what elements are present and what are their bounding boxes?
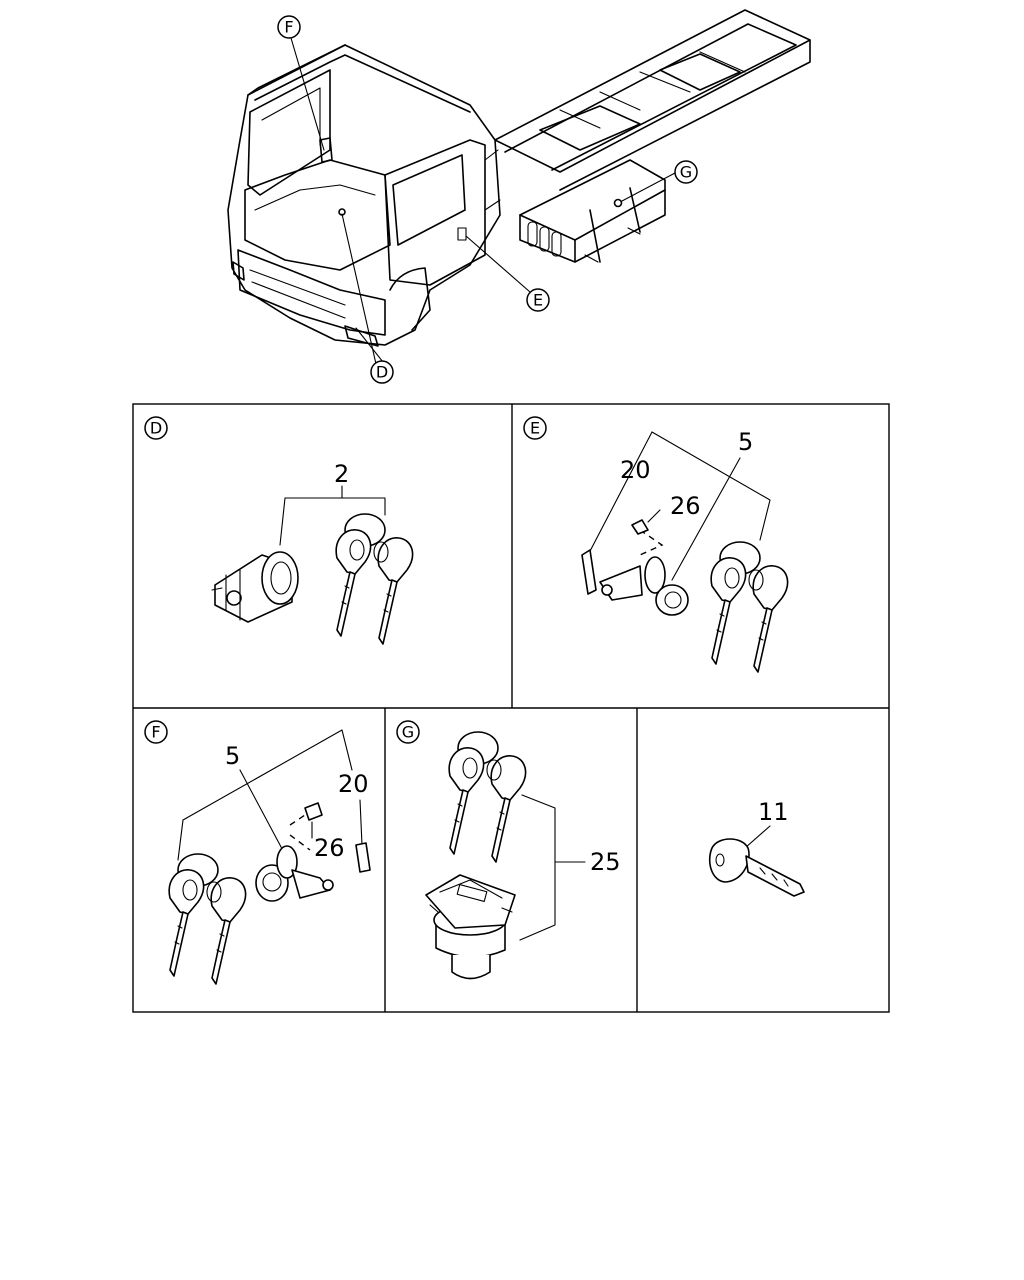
- svg-text:G: G: [680, 163, 692, 182]
- panel-grid: [132, 403, 890, 1013]
- key-set-g: [449, 732, 525, 862]
- panel-d: D 2: [144, 416, 413, 644]
- svg-text:D: D: [376, 363, 388, 382]
- key-set-f: [169, 854, 245, 984]
- fuel-cap: [425, 874, 516, 980]
- key-set-d: [336, 514, 412, 644]
- panel-e: E 20 26 5: [523, 416, 788, 672]
- svg-text:G: G: [402, 723, 414, 742]
- fuel-tank: [519, 159, 666, 263]
- ignition-lock-cylinder: [211, 551, 299, 623]
- panel-f: F 5 20 26: [144, 720, 371, 984]
- truck-cab: [227, 44, 501, 347]
- svg-text:D: D: [150, 419, 162, 438]
- part-number-20-f: 20: [338, 770, 369, 798]
- chassis-frame: [494, 9, 811, 191]
- panel-key: 11: [708, 798, 805, 897]
- part-number-5: 5: [738, 428, 753, 456]
- part-number-2: 2: [334, 460, 349, 488]
- panel-f-label: F: [144, 720, 168, 744]
- part-number-26-f: 26: [314, 834, 345, 862]
- svg-text:F: F: [151, 723, 160, 742]
- callout-e[interactable]: E: [526, 288, 550, 312]
- panel-d-label: D: [144, 416, 168, 440]
- overview-leaders: [290, 37, 676, 365]
- door-lock-cylinder-e: [581, 519, 689, 616]
- truck-overview: [227, 9, 811, 365]
- blank-key: [708, 838, 805, 897]
- part-number-25: 25: [590, 848, 621, 876]
- part-number-26: 26: [670, 492, 701, 520]
- panel-g-label: G: [396, 720, 420, 744]
- part-number-5-f: 5: [225, 742, 240, 770]
- key-set-e: [711, 542, 787, 672]
- svg-text:E: E: [533, 291, 543, 310]
- part-number-11: 11: [758, 798, 789, 826]
- door-lock-cylinder-f: [255, 802, 371, 902]
- callout-g[interactable]: G: [674, 160, 698, 184]
- callout-f[interactable]: F: [277, 15, 301, 39]
- part-number-20: 20: [620, 456, 651, 484]
- svg-text:E: E: [530, 419, 540, 438]
- panel-e-label: E: [523, 416, 547, 440]
- callout-d[interactable]: D: [370, 360, 394, 384]
- svg-text:F: F: [284, 18, 293, 37]
- panel-g: G 25: [396, 720, 621, 980]
